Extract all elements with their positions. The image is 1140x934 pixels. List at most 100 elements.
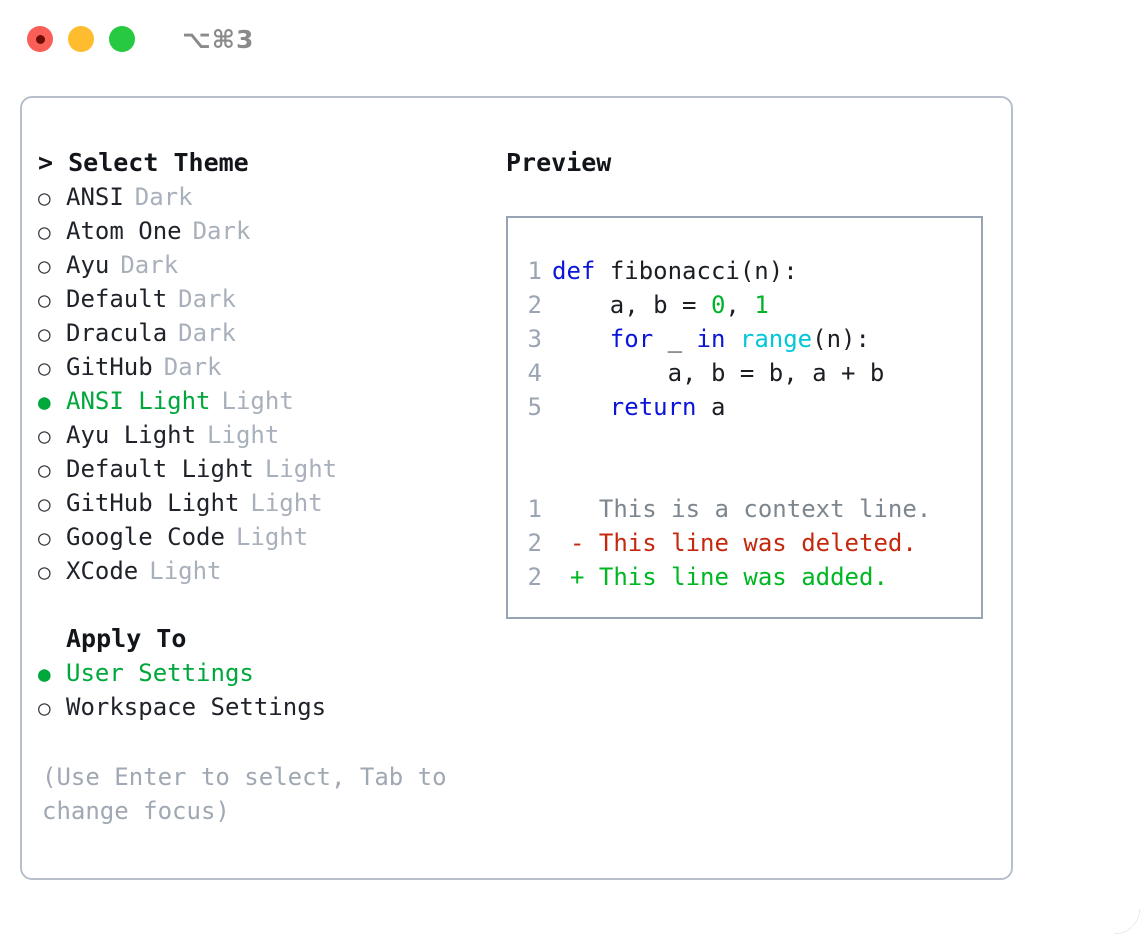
- radio-unselected-icon[interactable]: ○: [38, 288, 51, 312]
- theme-option-github-light[interactable]: ○ GitHub Light Light: [38, 486, 492, 520]
- radio-unselected-icon[interactable]: ○: [38, 526, 51, 550]
- radio-unselected-icon[interactable]: ○: [38, 254, 51, 278]
- code-token-plain: _: [653, 325, 697, 353]
- code-line-text: return a: [552, 390, 726, 424]
- radio-unselected-icon[interactable]: ○: [38, 492, 51, 516]
- code-line-number: 1: [527, 257, 542, 285]
- code-token-kw: for: [609, 325, 654, 353]
- diff-line-del: 2- This line was deleted.: [508, 526, 981, 560]
- theme-variant-badge: Dark: [178, 285, 236, 313]
- code-line-number: 2: [527, 291, 542, 319]
- code-token-plain: [552, 393, 610, 421]
- theme-option-ayu-light[interactable]: ○ Ayu Light Light: [38, 418, 492, 452]
- theme-variant-badge: Light: [149, 557, 222, 585]
- code-token-kw: def: [552, 257, 596, 285]
- theme-option-label: Ayu Light: [66, 421, 197, 449]
- apply-to-list[interactable]: ● User Settings ○ Workspace Settings: [38, 656, 492, 724]
- diff-line-ctx: 1 This is a context line.: [508, 492, 981, 526]
- apply-to-option-label: User Settings: [66, 659, 254, 687]
- keyboard-hint-text: (Use Enter to select, Tab to change focu…: [42, 763, 462, 825]
- code-line: 2 a, b = 0, 1: [508, 288, 981, 322]
- theme-option-label: Dracula: [66, 319, 168, 347]
- radio-selected-icon[interactable]: ●: [38, 662, 51, 686]
- code-line-text: a, b = 0, 1: [552, 288, 769, 322]
- apply-to-heading: Apply To: [66, 624, 187, 653]
- radio-unselected-icon[interactable]: ○: [38, 186, 51, 210]
- theme-variant-badge: Dark: [120, 251, 179, 279]
- theme-variant-badge: Light: [235, 523, 309, 551]
- code-line-text: def fibonacci(n):: [552, 254, 798, 288]
- preview-spacer-2: [508, 458, 981, 492]
- code-token-plain: (n):: [739, 257, 798, 285]
- theme-option-xcode[interactable]: ○ XCode Light: [38, 554, 492, 588]
- theme-option-label: GitHub Light: [66, 489, 240, 517]
- minimize-button[interactable]: [68, 26, 94, 52]
- maximize-button[interactable]: [109, 26, 135, 52]
- radio-unselected-icon[interactable]: ○: [38, 696, 51, 720]
- code-line: 4 a, b = b, a + b: [508, 356, 981, 390]
- code-token-plain: a, b =: [552, 291, 711, 319]
- code-line-number: 3: [527, 325, 542, 353]
- code-token-kw: in: [696, 325, 726, 353]
- apply-to-option-workspace-settings[interactable]: ○ Workspace Settings: [38, 690, 492, 724]
- diff-line-add: 2+ This line was added.: [508, 560, 981, 594]
- radio-unselected-icon[interactable]: ○: [38, 356, 51, 380]
- diff-marker: [552, 492, 584, 526]
- code-token-plain: [552, 325, 610, 353]
- diff-line-text: This is a context line.: [584, 495, 932, 523]
- radio-unselected-icon[interactable]: ○: [38, 560, 51, 584]
- code-line-text: a, b = b, a + b: [552, 356, 885, 390]
- theme-variant-badge: Dark: [163, 353, 222, 381]
- code-token-plain: [725, 325, 739, 353]
- diff-sample: 1 This is a context line.2- This line wa…: [508, 492, 981, 594]
- code-line-number: 5: [527, 393, 542, 421]
- theme-option-ayu[interactable]: ○ Ayu Dark: [38, 248, 492, 282]
- radio-unselected-icon[interactable]: ○: [38, 220, 51, 244]
- diff-line-text: This line was deleted.: [584, 529, 917, 557]
- window-titlebar: ⌥⌘3: [0, 0, 1140, 78]
- radio-unselected-icon[interactable]: ○: [38, 458, 51, 482]
- apply-to-option-label: Workspace Settings: [66, 693, 327, 721]
- radio-selected-icon[interactable]: ●: [38, 390, 51, 414]
- theme-variant-badge: Light: [264, 455, 338, 483]
- theme-variant-badge: Light: [250, 489, 323, 517]
- radio-unselected-icon[interactable]: ○: [38, 424, 51, 448]
- diff-line-number: 2: [527, 529, 542, 557]
- diff-line-number: 2: [527, 563, 542, 591]
- theme-variant-badge: Light: [207, 421, 280, 449]
- diff-line-text: This line was added.: [584, 563, 888, 591]
- code-line-number: 4: [527, 359, 542, 387]
- code-token-plain: a, b = b, a + b: [552, 359, 885, 387]
- close-button[interactable]: [27, 26, 53, 52]
- code-token-plain: ,: [725, 291, 755, 319]
- theme-option-label: Default: [66, 285, 168, 313]
- apply-to-option-user-settings[interactable]: ● User Settings: [38, 656, 492, 690]
- radio-unselected-icon[interactable]: ○: [38, 322, 51, 346]
- code-line: 5 return a: [508, 390, 981, 424]
- theme-variant-badge: Light: [221, 387, 294, 415]
- theme-option-label: Default Light: [66, 455, 254, 483]
- diff-line-number: 1: [527, 495, 542, 523]
- preview-spacer: [508, 424, 981, 458]
- theme-option-default-light[interactable]: ○ Default Light Light: [38, 452, 492, 486]
- code-line: 3 for _ in range(n):: [508, 322, 981, 356]
- theme-option-default[interactable]: ○ Default Dark: [38, 282, 492, 316]
- theme-option-label: Ayu: [66, 251, 110, 279]
- diff-marker: -: [570, 529, 585, 557]
- theme-option-label: XCode: [66, 557, 139, 585]
- window-corner-mask: [1114, 908, 1140, 934]
- code-token-num: 1: [754, 291, 769, 319]
- theme-variant-badge: Dark: [192, 217, 251, 245]
